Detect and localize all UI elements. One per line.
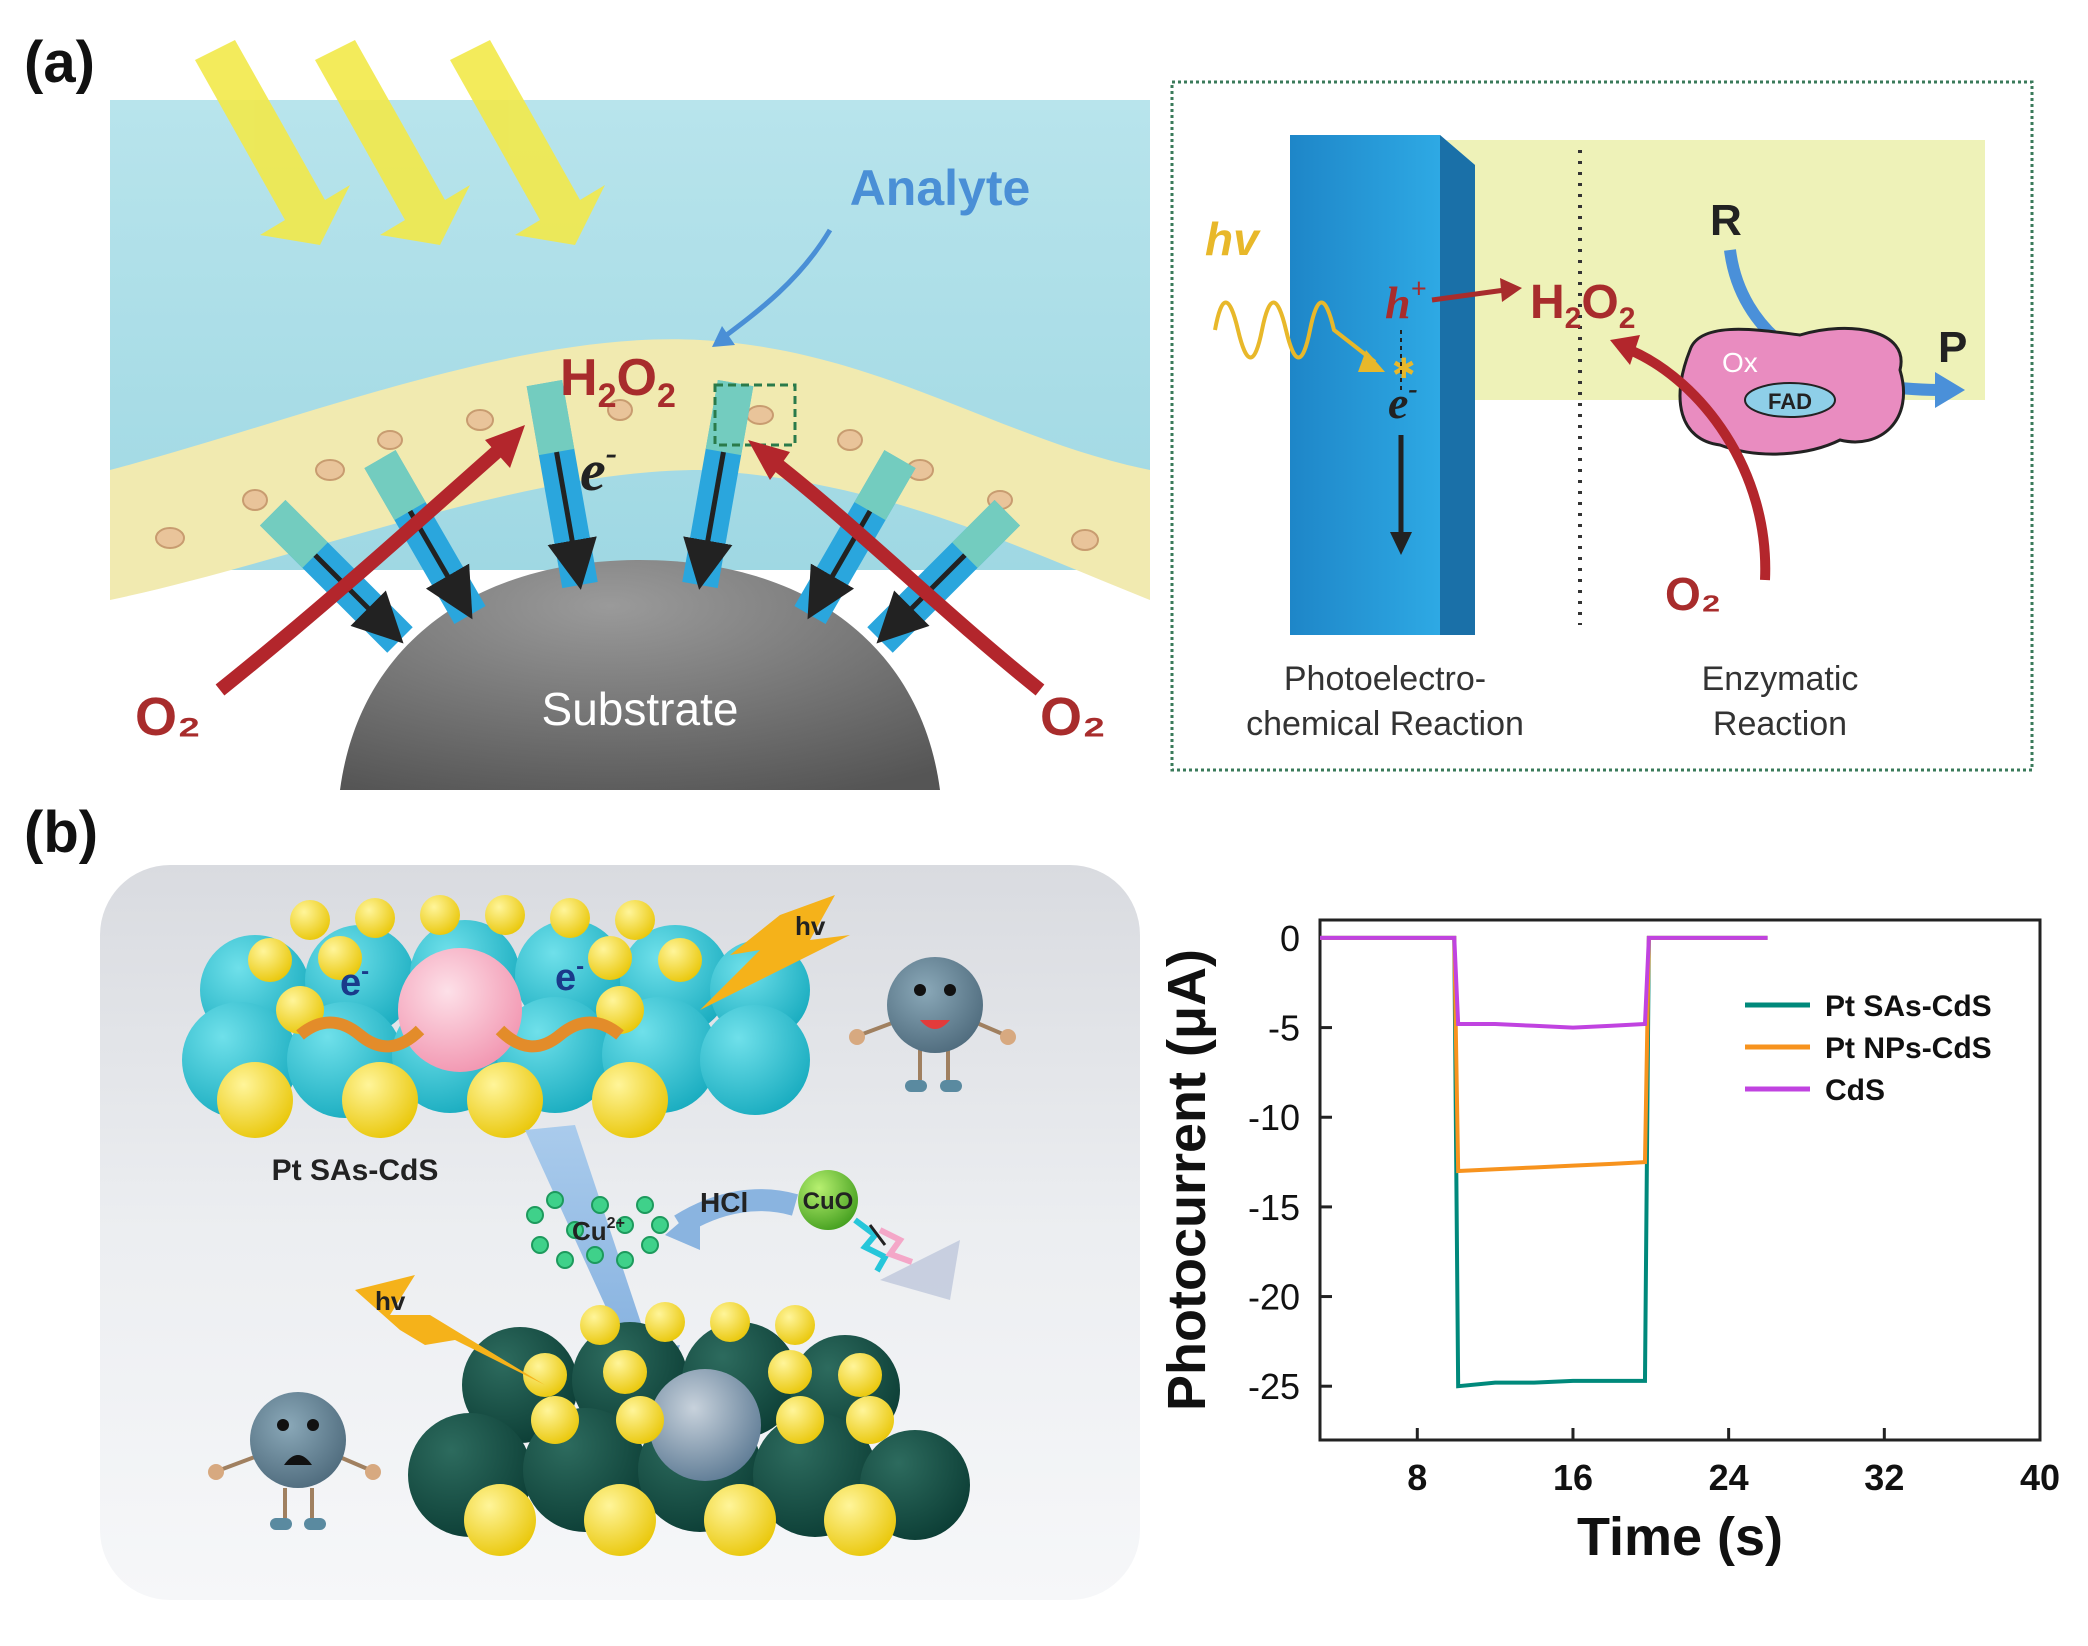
- y-tick-label: -15: [1248, 1187, 1300, 1228]
- enzymatic-caption-line2: Reaction: [1713, 705, 1847, 743]
- legend: Pt SAs-CdS Pt NPs-CdS CdS: [1745, 990, 1992, 1107]
- y-tick-label: -5: [1268, 1008, 1300, 1049]
- series-lines: [1320, 938, 1768, 1386]
- fad-label: FAD: [1768, 389, 1812, 414]
- x-tick-label: 24: [1709, 1457, 1749, 1498]
- substrate-r-label: R: [1710, 196, 1742, 245]
- legend-label: CdS: [1825, 1074, 1885, 1107]
- pt-single-atom: [398, 948, 522, 1072]
- y-tick-label: 0: [1280, 918, 1300, 959]
- pt-with-copper: [649, 1369, 761, 1481]
- hv-label-b-bottom: hv: [375, 1286, 406, 1316]
- y-axis-label: Photocurrent (μA): [1157, 949, 1217, 1411]
- o2-label-left: O₂: [135, 687, 201, 747]
- panel-a-label: (a): [24, 30, 95, 95]
- o2-label-a-right: O₂: [1665, 568, 1721, 620]
- x-tick-label: 16: [1553, 1457, 1593, 1498]
- photocurrent-chart: 0 -5 -10 -15 -20 -25 8 16 24 32 40 Pt SAs-CdS Pt N…: [1157, 918, 2060, 1567]
- y-tick-label: -10: [1248, 1097, 1300, 1138]
- substrate-dome: [340, 560, 940, 790]
- series-line: [1320, 938, 1768, 1171]
- product-p-label: P: [1938, 323, 1967, 372]
- legend-label: Pt SAs-CdS: [1825, 990, 1992, 1023]
- electrode-side: [1440, 135, 1475, 635]
- series-line: [1320, 938, 1768, 1386]
- oxidase-label: Ox: [1722, 347, 1758, 378]
- y-tick-label: -20: [1248, 1277, 1300, 1318]
- panel-b-scheme: e- e- Pt SAs-CdS hv Cu2+: [100, 865, 1140, 1600]
- pt-sas-cds-label: Pt SAs-CdS: [272, 1154, 439, 1187]
- hcl-label: HCl: [700, 1187, 748, 1218]
- enzymatic-caption-line1: Enzymatic: [1702, 660, 1859, 698]
- panel-a-right-scheme: hv ✱ h+ e- H2O2 R P Ox FAD O₂ Photoelect…: [1172, 82, 2032, 770]
- pec-caption-line2: chemical Reaction: [1246, 705, 1524, 743]
- x-tick-label: 8: [1407, 1457, 1427, 1498]
- analyte-label: Analyte: [850, 160, 1031, 216]
- cuo-label: CuO: [803, 1188, 854, 1215]
- hv-label-a: hv: [1205, 213, 1261, 265]
- series-line: [1320, 938, 1768, 1028]
- x-axis-label: Time (s): [1577, 1507, 1783, 1567]
- x-tick-label: 32: [1864, 1457, 1904, 1498]
- y-tick-label: -25: [1248, 1366, 1300, 1407]
- legend-label: Pt NPs-CdS: [1825, 1032, 1992, 1065]
- panel-a-left-illustration: Substrate Analyte H2O2 e- O₂ O₂: [110, 40, 1150, 790]
- panel-b-label: (b): [24, 800, 98, 865]
- x-tick-label: 40: [2020, 1457, 2060, 1498]
- o2-label-right: O₂: [1040, 687, 1106, 747]
- hv-label-b-top: hv: [795, 911, 826, 941]
- pec-caption-line1: Photoelectro-: [1284, 660, 1486, 698]
- substrate-label: Substrate: [542, 683, 739, 735]
